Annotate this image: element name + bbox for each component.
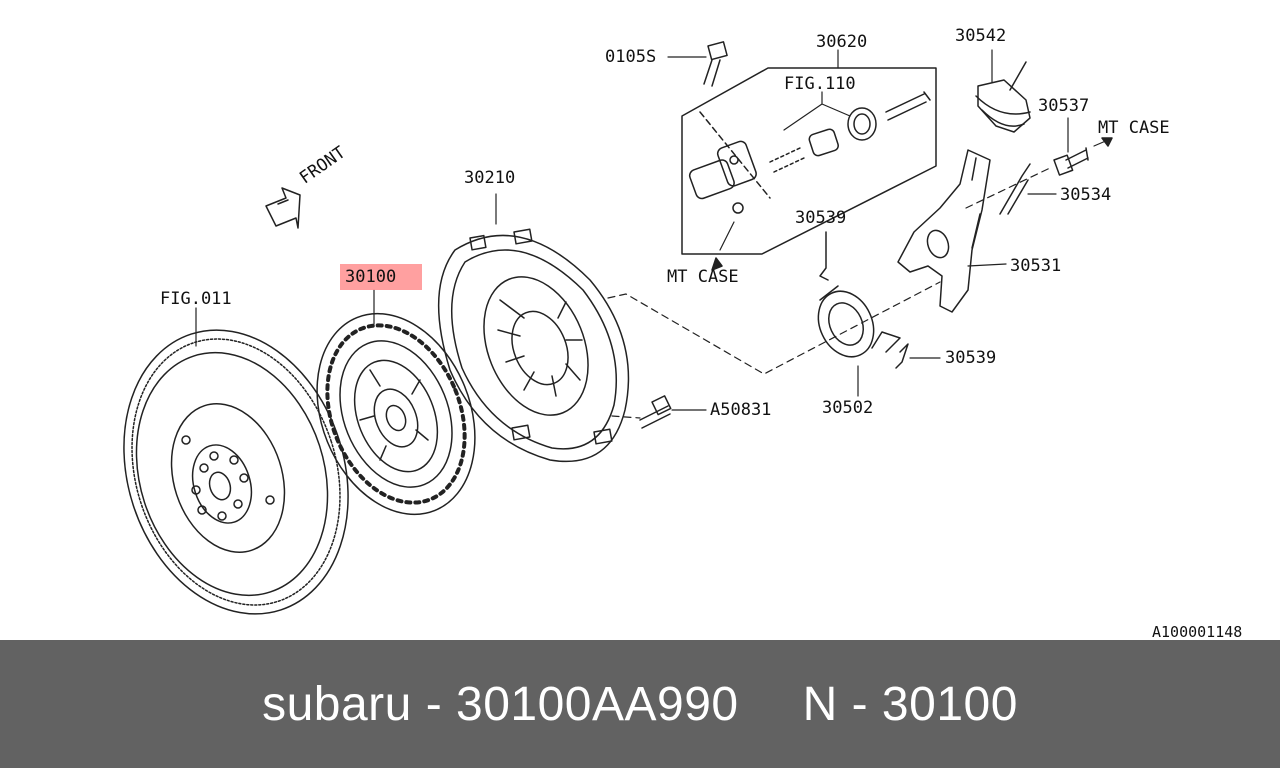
callout-30210: 30210 xyxy=(464,168,516,188)
callout-30537: 30537 xyxy=(1038,96,1090,116)
boot-30542 xyxy=(975,61,1031,133)
footer-text: subaru - 30100AA990 N - 30100 xyxy=(262,677,1018,732)
callout-30620: 30620 xyxy=(816,32,868,52)
pin-30539 xyxy=(819,231,909,369)
release-fork xyxy=(897,149,991,313)
callout-0105s: 0105S xyxy=(605,47,657,67)
pivot-30537 xyxy=(1053,147,1089,176)
alignment-lines xyxy=(607,167,1051,419)
release-bearing xyxy=(817,285,901,358)
ref-code: A100001148 xyxy=(1152,623,1243,641)
callout-fig011: FIG.011 xyxy=(160,289,232,309)
highlight-marker xyxy=(340,264,422,290)
ref-number: N - 30100 xyxy=(802,677,1018,731)
operating-cylinder xyxy=(681,67,937,255)
callout-a50831: A50831 xyxy=(710,400,772,420)
front-arrow-icon xyxy=(265,187,301,229)
bolt-a50831 xyxy=(639,395,672,429)
callout-30542: 30542 xyxy=(955,26,1007,46)
callout-fig110: FIG.110 xyxy=(784,74,856,94)
pressure-plate xyxy=(437,228,630,463)
footer-bar: subaru - 30100AA990 N - 30100 xyxy=(0,640,1280,768)
flywheel xyxy=(123,329,349,615)
mt-case-arrow-icon xyxy=(711,137,1113,271)
bolt-0105s xyxy=(703,41,728,87)
callout-mt-case-1: MT CASE xyxy=(667,267,739,287)
callout-30100: 30100 xyxy=(345,267,397,287)
callout-mt-case-2: MT CASE xyxy=(1098,118,1170,138)
part-title: subaru - 30100AA990 xyxy=(262,677,739,731)
leader-lines xyxy=(195,49,1109,411)
callout-30534: 30534 xyxy=(1060,185,1112,205)
clutch-disc xyxy=(316,312,476,516)
parts-diagram: FRONT FIG.011 30100 30210 0105S 30620 FI… xyxy=(123,26,1243,641)
callout-30539-b: 30539 xyxy=(945,348,997,368)
callout-30502: 30502 xyxy=(822,398,874,418)
clip-30534 xyxy=(999,163,1031,215)
clutch-exploded-view xyxy=(123,41,1113,615)
callout-30539-a: 30539 xyxy=(795,208,847,228)
callout-30531: 30531 xyxy=(1010,256,1062,276)
